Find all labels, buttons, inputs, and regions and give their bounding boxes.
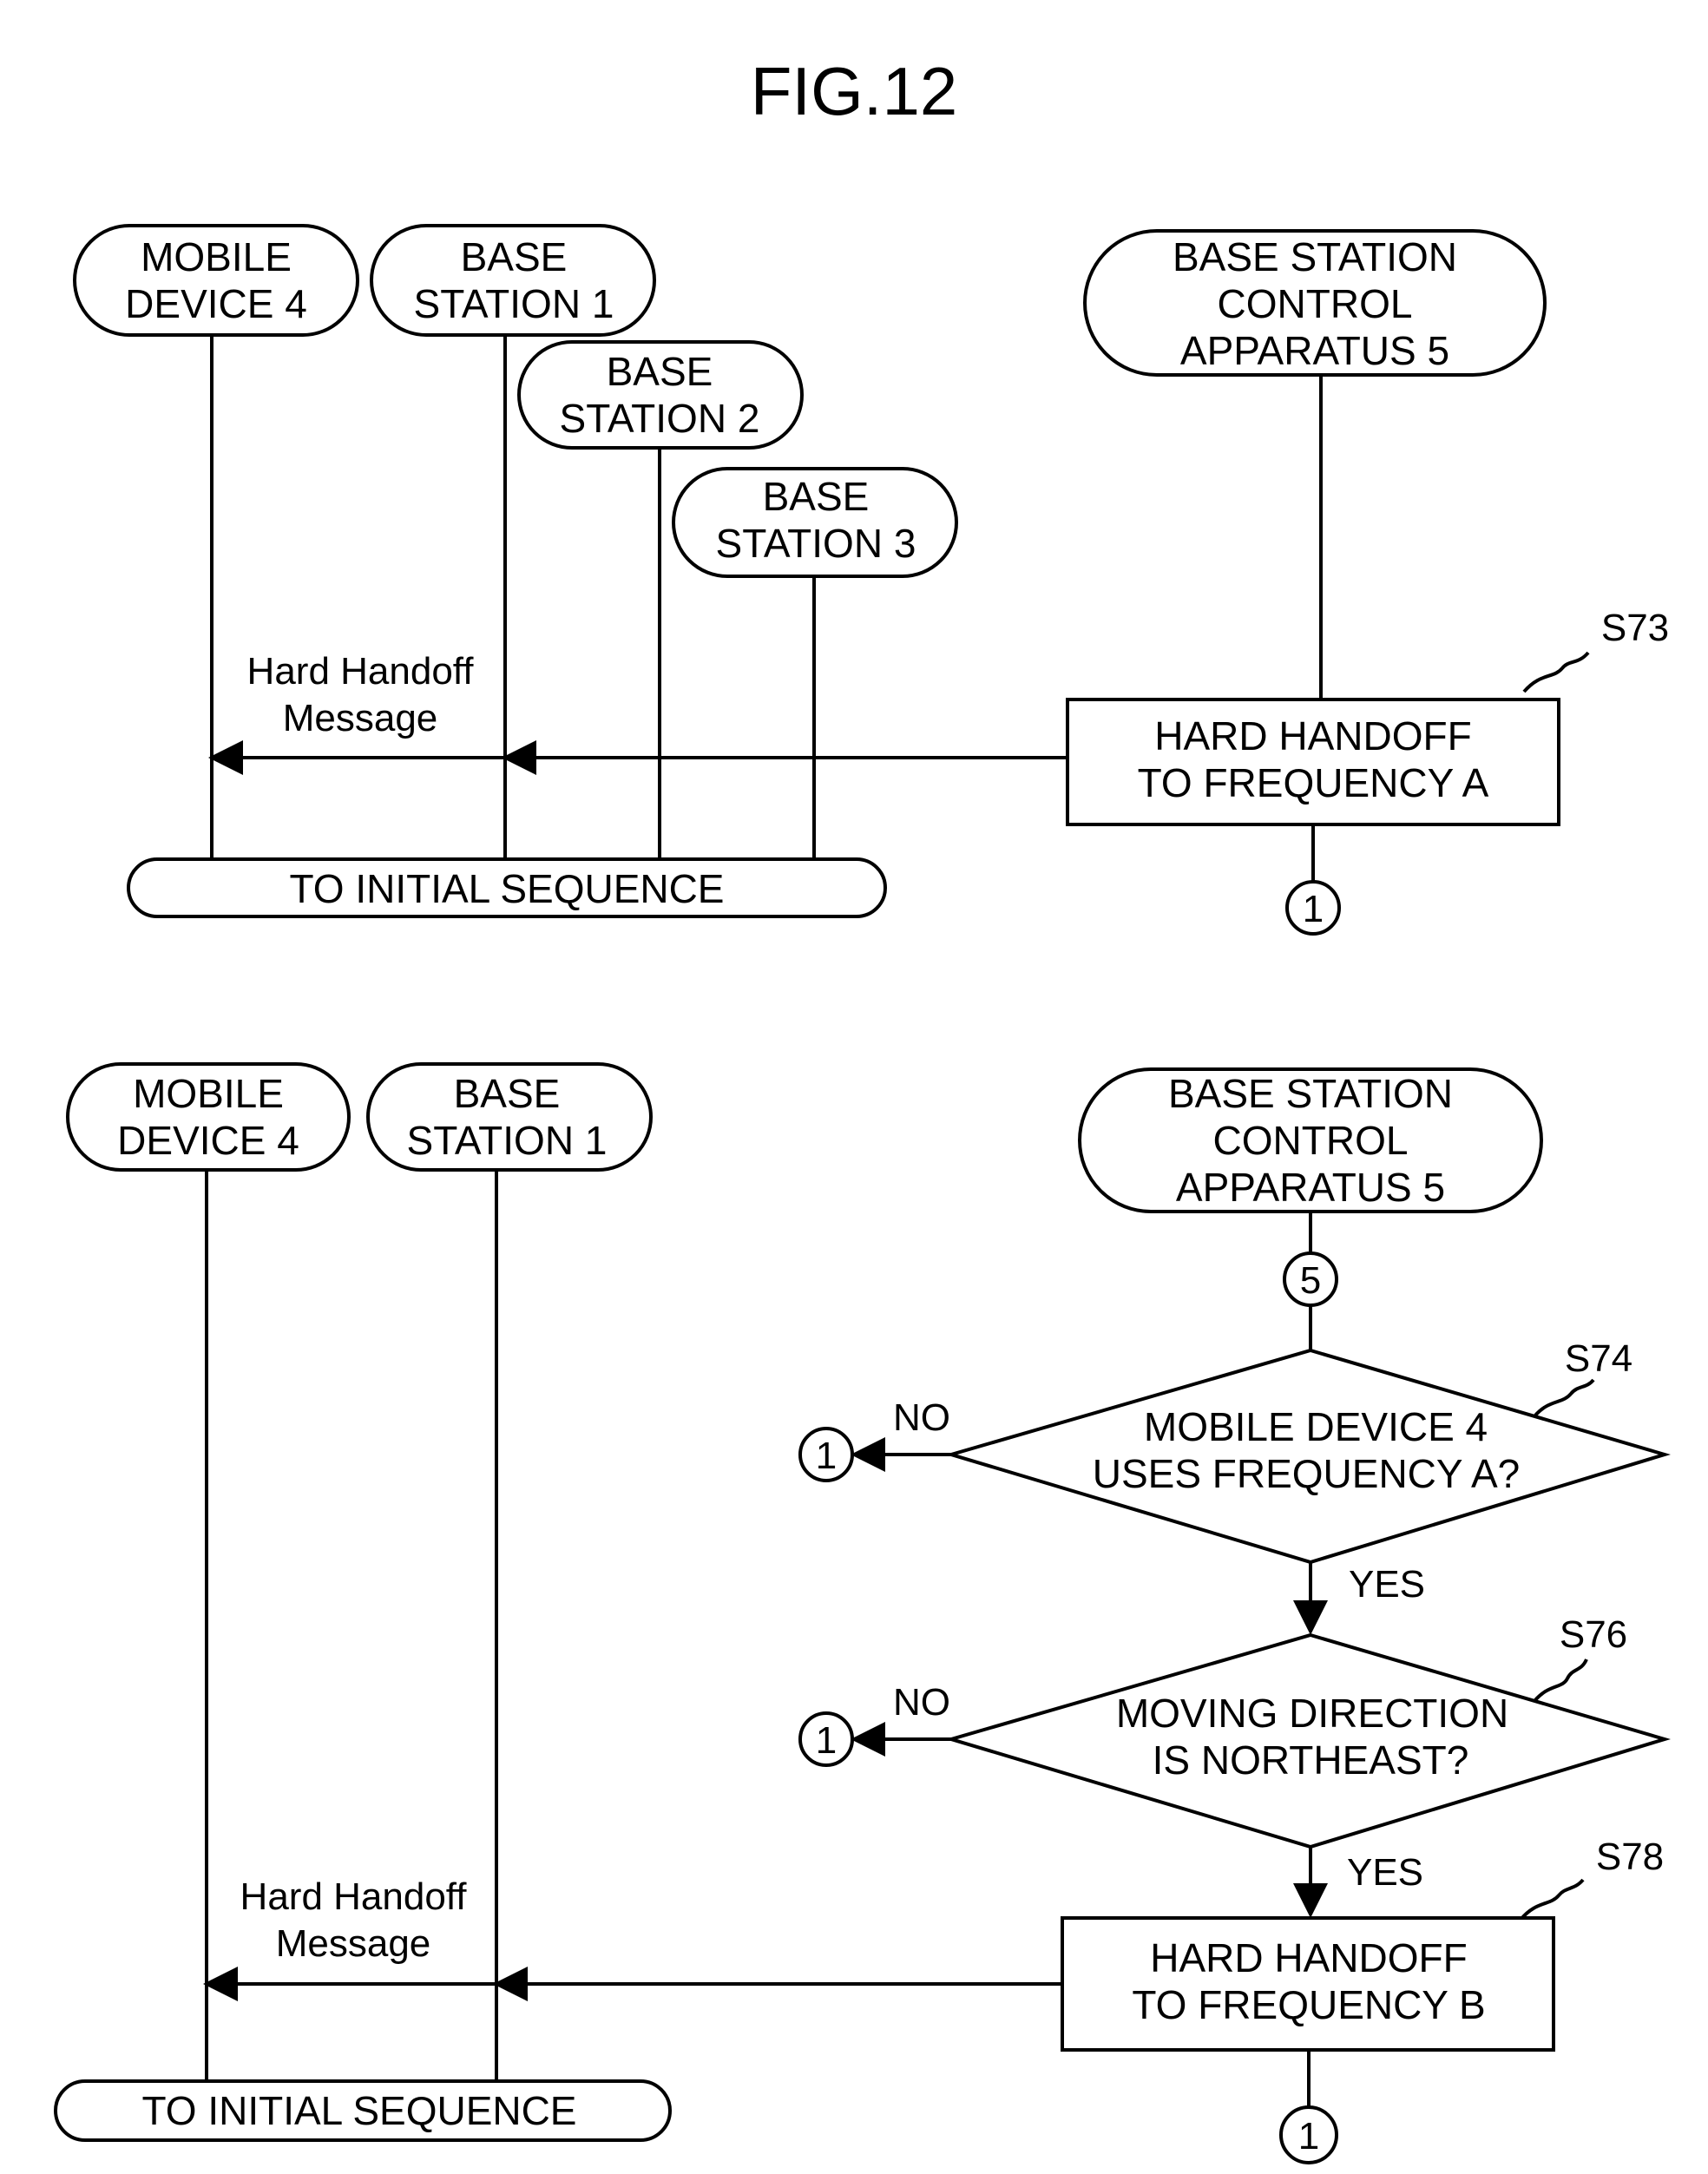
svg-text:TO FREQUENCY A: TO FREQUENCY A	[1138, 760, 1489, 805]
bottom-diagram: MOBILE DEVICE 4 BASE STATION 1 BASE STAT…	[54, 1062, 1671, 2164]
message-label-bottom-line-2: Message	[276, 1922, 431, 1965]
step-id-s74: S74	[1565, 1337, 1632, 1380]
yes-label-s76: YES	[1347, 1851, 1423, 1894]
entity-base-station-1-bottom: BASE STATION 1	[366, 1062, 653, 1172]
step-leader-s74	[1533, 1378, 1595, 1418]
svg-text:USES FREQUENCY A?: USES FREQUENCY A?	[1093, 1451, 1521, 1496]
step-box-s73: HARD HANDOFF TO FREQUENCY A	[1066, 698, 1560, 826]
svg-text:STATION 3: STATION 3	[716, 521, 916, 566]
svg-text:BASE: BASE	[461, 234, 568, 279]
svg-text:APPARATUS 5: APPARATUS 5	[1176, 1165, 1445, 1210]
svg-text:MOBILE: MOBILE	[141, 234, 292, 279]
yes-label-s74: YES	[1349, 1563, 1425, 1606]
svg-text:MOVING DIRECTION: MOVING DIRECTION	[1116, 1691, 1508, 1736]
no-label-s76: NO	[893, 1681, 950, 1724]
svg-text:HARD HANDOFF: HARD HANDOFF	[1154, 713, 1471, 759]
svg-text:TO INITIAL SEQUENCE: TO INITIAL SEQUENCE	[142, 2088, 577, 2133]
svg-text:IS NORTHEAST?: IS NORTHEAST?	[1153, 1737, 1469, 1783]
message-label-top-line-1: Hard Handoff	[247, 650, 475, 693]
svg-text:CONTROL: CONTROL	[1213, 1118, 1409, 1163]
step-box-s78: HARD HANDOFF TO FREQUENCY B	[1061, 1916, 1555, 2052]
terminal-initial-sequence-top: TO INITIAL SEQUENCE	[127, 857, 887, 918]
svg-text:STATION 1: STATION 1	[407, 1118, 608, 1163]
svg-text:STATION 2: STATION 2	[560, 396, 760, 441]
terminal-initial-sequence-bottom: TO INITIAL SEQUENCE	[54, 2079, 672, 2142]
svg-text:BASE: BASE	[454, 1071, 561, 1116]
svg-text:STATION 1: STATION 1	[414, 281, 614, 326]
svg-text:MOBILE DEVICE 4: MOBILE DEVICE 4	[1144, 1404, 1488, 1449]
message-label-top-line-2: Message	[283, 697, 438, 739]
svg-text:DEVICE 4: DEVICE 4	[125, 281, 307, 326]
svg-text:5: 5	[1300, 1259, 1321, 1302]
svg-text:BASE: BASE	[763, 474, 870, 519]
svg-text:TO FREQUENCY B: TO FREQUENCY B	[1132, 1982, 1485, 2027]
connector-1-no-s74: 1	[798, 1427, 854, 1482]
svg-text:HARD HANDOFF: HARD HANDOFF	[1150, 1935, 1467, 1980]
step-leader-s76	[1533, 1658, 1588, 1703]
connector-5: 5	[1283, 1251, 1338, 1307]
entity-base-station-1-top: BASE STATION 1	[370, 224, 656, 337]
svg-text:BASE STATION: BASE STATION	[1168, 1071, 1453, 1116]
svg-text:1: 1	[1298, 2115, 1319, 2158]
entity-base-station-2-top: BASE STATION 2	[517, 340, 804, 450]
top-diagram: MOBILE DEVICE 4 BASE STATION 1 BASE STAT…	[73, 224, 1669, 936]
svg-text:1: 1	[816, 1719, 837, 1762]
step-leader-s73	[1522, 651, 1590, 693]
connector-1-out: 1	[1279, 2105, 1338, 2164]
svg-text:BASE STATION: BASE STATION	[1173, 234, 1457, 279]
svg-text:MOBILE: MOBILE	[133, 1071, 284, 1116]
entity-mobile-device-bottom: MOBILE DEVICE 4	[66, 1062, 351, 1172]
message-label-bottom-line-1: Hard Handoff	[240, 1875, 468, 1918]
no-label-s74: NO	[893, 1396, 950, 1439]
step-id-s78: S78	[1596, 1836, 1664, 1878]
connector-1-top: 1	[1285, 880, 1341, 936]
svg-text:CONTROL: CONTROL	[1218, 281, 1413, 326]
entity-control-apparatus-bottom: BASE STATION CONTROL APPARATUS 5	[1078, 1067, 1543, 1213]
svg-text:TO INITIAL SEQUENCE: TO INITIAL SEQUENCE	[290, 866, 725, 911]
svg-text:1: 1	[1303, 888, 1324, 930]
entity-control-apparatus-top: BASE STATION CONTROL APPARATUS 5	[1083, 229, 1547, 377]
entity-mobile-device-top: MOBILE DEVICE 4	[73, 224, 359, 337]
svg-text:DEVICE 4: DEVICE 4	[117, 1118, 299, 1163]
svg-text:BASE: BASE	[607, 349, 713, 394]
svg-text:1: 1	[816, 1435, 837, 1477]
decision-s76: MOVING DIRECTION IS NORTHEAST?	[944, 1632, 1671, 1849]
step-leader-s78	[1519, 1878, 1585, 1921]
figure-title: FIG.12	[751, 53, 957, 129]
entity-base-station-3-top: BASE STATION 3	[672, 467, 958, 578]
connector-1-no-s76: 1	[798, 1711, 854, 1767]
decision-s74: MOBILE DEVICE 4 USES FREQUENCY A?	[944, 1348, 1671, 1565]
step-id-s76: S76	[1560, 1613, 1627, 1656]
step-id-s73: S73	[1601, 607, 1669, 649]
svg-text:APPARATUS 5: APPARATUS 5	[1180, 328, 1449, 373]
